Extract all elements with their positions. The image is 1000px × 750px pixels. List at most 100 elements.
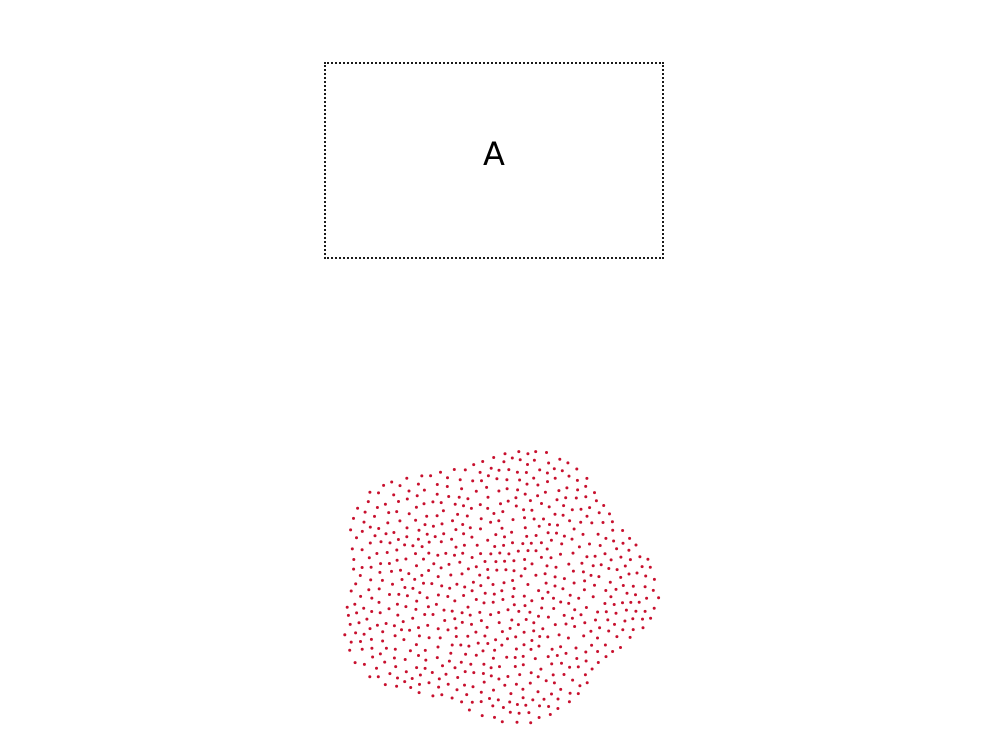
cloud-dot: [407, 512, 411, 516]
cloud-dot: [455, 582, 459, 586]
cloud-dot: [570, 537, 574, 541]
cloud-dot: [544, 581, 548, 585]
cloud-dot: [546, 615, 550, 619]
cloud-dot: [429, 474, 433, 478]
cloud-dot: [512, 569, 516, 573]
cloud-dot: [543, 490, 547, 494]
cloud-dot: [414, 505, 418, 509]
cloud-dot: [430, 671, 434, 674]
cloud-dot: [394, 665, 398, 669]
cloud-dot: [414, 607, 418, 611]
cloud-dot: [391, 582, 394, 586]
cloud-dot: [481, 672, 485, 675]
cloud-dot: [360, 566, 364, 569]
cloud-dot: [556, 697, 560, 701]
cloud-dot: [602, 504, 606, 507]
cloud-dot: [571, 569, 575, 573]
cloud-dot: [483, 560, 487, 563]
cloud-dot: [402, 638, 406, 642]
cloud-dot: [385, 551, 389, 554]
cloud-dot: [392, 531, 396, 534]
cloud-dot: [422, 581, 425, 585]
cloud-dot: [524, 703, 528, 707]
cloud-dot: [585, 476, 589, 480]
cloud-dot: [382, 483, 386, 487]
cloud-dot: [454, 545, 458, 549]
cloud-dot: [384, 646, 388, 650]
cloud-dot: [466, 497, 470, 501]
cloud-dot: [403, 586, 407, 589]
cloud-dot: [596, 636, 599, 640]
cloud-dot: [627, 548, 631, 552]
cloud-dot: [392, 624, 396, 628]
cloud-dot: [418, 682, 421, 686]
cloud-dot: [395, 548, 399, 552]
cloud-dot: [523, 492, 527, 496]
cloud-dot: [608, 512, 611, 516]
cloud-dot: [387, 607, 391, 611]
cloud-dot: [537, 644, 541, 648]
cloud-dot: [489, 520, 493, 524]
cloud-dot: [387, 562, 391, 565]
cloud-dot: [441, 509, 445, 513]
cloud-dot: [458, 478, 462, 482]
cloud-dot: [461, 523, 465, 526]
cloud-dot: [493, 648, 497, 652]
cloud-dot: [596, 650, 600, 653]
cloud-dot: [503, 452, 507, 456]
cloud-dot: [368, 627, 372, 631]
cloud-dot: [377, 527, 381, 530]
cloud-dot: [583, 673, 587, 677]
cloud-dot: [502, 460, 506, 464]
cloud-dot: [474, 489, 478, 493]
cloud-dot: [395, 510, 399, 514]
cloud-dot: [528, 499, 532, 503]
cloud-dot: [508, 626, 512, 630]
cloud-dot: [464, 652, 468, 656]
cloud-dot: [615, 547, 619, 551]
cloud-dot: [388, 541, 392, 545]
cloud-dot: [431, 500, 435, 504]
cloud-dot: [462, 543, 466, 547]
cloud-dot: [465, 514, 469, 518]
cloud-dot: [553, 623, 557, 627]
cloud-dot: [574, 496, 578, 500]
cloud-dot: [425, 514, 429, 518]
cloud-dot: [400, 628, 403, 632]
cloud-dot: [524, 618, 528, 621]
cloud-dot: [453, 553, 456, 557]
cloud-dot: [500, 643, 504, 647]
cloud-dot: [596, 661, 600, 664]
cloud-dot: [451, 519, 454, 523]
cloud-dot: [608, 580, 612, 584]
cloud-dot: [604, 655, 608, 659]
cloud-dot: [440, 693, 444, 697]
cloud-dot: [474, 565, 478, 569]
cloud-dot: [538, 635, 542, 638]
cloud-dot: [453, 617, 457, 621]
cloud-dot: [404, 557, 408, 561]
cloud-dot: [489, 552, 493, 556]
cloud-dot: [527, 711, 531, 715]
cloud-dot: [503, 535, 506, 539]
cloud-dot: [440, 522, 444, 526]
cloud-dot: [469, 506, 473, 510]
cloud-dot: [567, 700, 571, 704]
cloud-dot: [410, 677, 414, 680]
cloud-dot: [348, 622, 352, 626]
cloud-dot: [450, 537, 454, 541]
cloud-dot: [628, 536, 632, 540]
cloud-dot: [468, 526, 472, 530]
cloud-dot: [609, 558, 613, 562]
cloud-dot: [440, 584, 444, 588]
cloud-dot: [415, 599, 419, 603]
cloud-dot: [483, 591, 487, 595]
cloud-dot: [437, 677, 441, 681]
cloud-dot: [573, 625, 577, 628]
cloud-dot: [585, 555, 589, 559]
cloud-dot: [526, 583, 530, 586]
cloud-dot: [414, 552, 417, 556]
cloud-dot: [564, 622, 568, 626]
label-box: A: [324, 62, 664, 259]
cloud-dot: [612, 603, 616, 606]
